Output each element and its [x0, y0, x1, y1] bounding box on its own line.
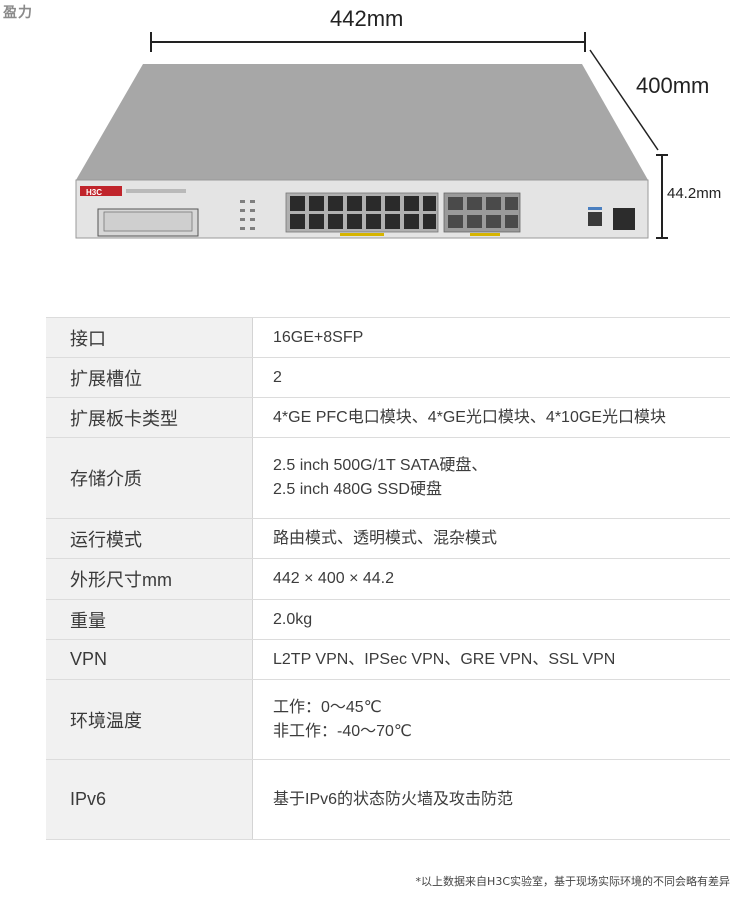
spec-key: 环境温度 — [46, 679, 253, 760]
spec-value: 2.0kg — [252, 599, 730, 640]
spec-value: 路由模式、透明模式、混杂模式 — [252, 518, 730, 559]
sfp-ports — [443, 192, 521, 236]
spec-key: 外形尺寸mm — [46, 558, 253, 600]
brand-logo-text: H3C — [86, 188, 102, 197]
spec-table: 接口 16GE+8SFP 扩展槽位 2 扩展板卡类型 4*GE PFC电口模块、… — [46, 317, 730, 840]
spec-value: L2TP VPN、IPSec VPN、GRE VPN、SSL VPN — [252, 639, 730, 680]
spec-key: VPN — [46, 639, 253, 680]
height-dimension-label: 44.2mm — [667, 185, 722, 202]
depth-dimension-line — [589, 49, 659, 151]
brand-badge — [80, 186, 122, 196]
spec-key: 运行模式 — [46, 518, 253, 559]
spec-value: 2 — [252, 357, 730, 398]
spec-key: 重量 — [46, 599, 253, 640]
spec-value: 4*GE PFC电口模块、4*GE光口模块、4*10GE光口模块 — [252, 397, 730, 438]
spec-key: 扩展板卡类型 — [46, 397, 253, 438]
spec-row-card-types: 扩展板卡类型 4*GE PFC电口模块、4*GE光口模块、4*10GE光口模块 — [46, 397, 730, 438]
console-ports — [588, 207, 635, 230]
height-dimension-line — [656, 154, 668, 239]
watermark-text: 盈力 — [3, 5, 33, 21]
spec-key: 接口 — [46, 317, 253, 358]
spec-value: 2.5 inch 500G/1T SATA硬盘、2.5 inch 480G SS… — [252, 437, 730, 519]
device-top-surface — [76, 64, 648, 180]
depth-dimension-label: 400mm — [636, 73, 710, 98]
spec-row-mode: 运行模式 路由模式、透明模式、混杂模式 — [46, 518, 730, 559]
spec-row-vpn: VPN L2TP VPN、IPSec VPN、GRE VPN、SSL VPN — [46, 639, 730, 680]
spec-value: 442 × 400 × 44.2 — [252, 558, 730, 600]
spec-row-size: 外形尺寸mm 442 × 400 × 44.2 — [46, 558, 730, 600]
spec-row-weight: 重量 2.0kg — [46, 599, 730, 640]
footnote: *以上数据来自H3C实验室，基于现场实际环境的不同会略有差异 — [415, 875, 730, 888]
device-illustration: H3C — [75, 32, 668, 239]
spec-row-interface: 接口 16GE+8SFP — [46, 317, 730, 358]
spec-key: 扩展槽位 — [46, 357, 253, 398]
spec-row-ipv6: IPv6 基于IPv6的状态防火墙及攻击防范 — [46, 759, 730, 840]
spec-row-storage: 存储介质 2.5 inch 500G/1T SATA硬盘、2.5 inch 48… — [46, 437, 730, 519]
status-leds — [240, 200, 255, 230]
rj45-ports — [285, 192, 439, 236]
spec-row-slots: 扩展槽位 2 — [46, 357, 730, 398]
spec-value: 基于IPv6的状态防火墙及攻击防范 — [252, 759, 730, 840]
spec-key: 存储介质 — [46, 437, 253, 519]
width-dimension-label: 442mm — [330, 6, 404, 31]
width-dimension-line — [150, 32, 586, 52]
spec-value: 16GE+8SFP — [252, 317, 730, 358]
spec-key: IPv6 — [46, 759, 253, 840]
